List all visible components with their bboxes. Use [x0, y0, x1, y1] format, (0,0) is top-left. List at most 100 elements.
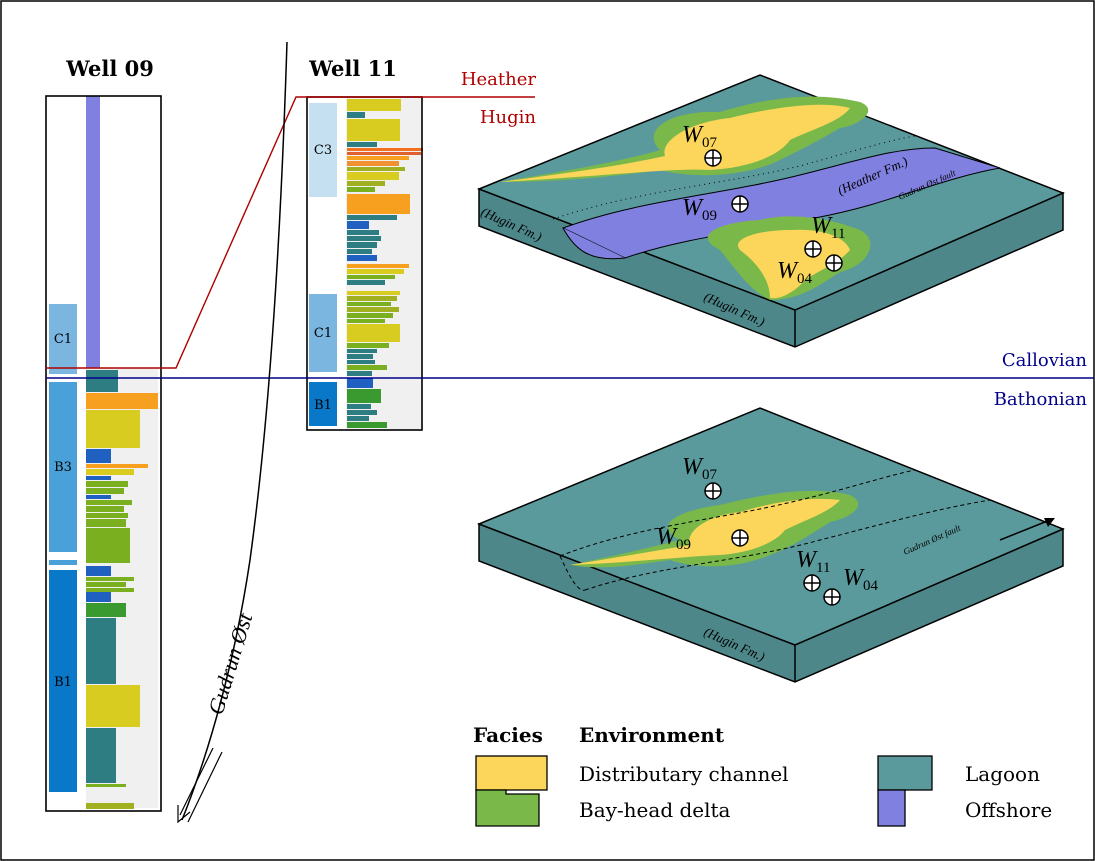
lower-block-diagram: (Hugin Fm.) Gudrun Øst fault W07 W09 W11… [476, 407, 1065, 683]
w11-bar-30 [347, 319, 385, 323]
w09-cross-icon [732, 196, 748, 212]
bay-head-delta-swatch [475, 789, 540, 827]
w11-bar-34 [347, 354, 373, 359]
future-channel-lower-dash [584, 499, 991, 591]
well-11-unit-c3 [309, 103, 337, 197]
distributary-channel-label: Distributary channel [579, 762, 789, 786]
w09-bar-2 [86, 393, 158, 409]
bay-head-delta-label: Bay-head delta [579, 798, 731, 822]
channel-front-cut [562, 227, 626, 260]
w11-bar-36 [347, 365, 387, 370]
future-channel-upper-dash [559, 469, 916, 557]
w11-bar-15 [347, 221, 369, 229]
w09-bar-6 [86, 469, 134, 475]
offshore-swatch [877, 789, 906, 827]
w09-bar-26 [86, 803, 134, 809]
w11-bar-11 [347, 181, 385, 186]
well-09-unit-c1 [49, 304, 77, 374]
w11-bar-10 [347, 172, 399, 180]
w11-bar-42 [347, 416, 369, 421]
w11-bar-24 [347, 280, 385, 285]
w09-bar-12 [86, 506, 124, 512]
legend-item-distributary-channel: Distributary channel [475, 755, 789, 791]
lower-well-markers: W07 W09 W11 W04 [656, 454, 879, 606]
w09-bar-25 [86, 784, 126, 787]
well-11-unit-c1-label: C1 [314, 326, 332, 341]
w11-bar-35 [347, 360, 375, 364]
direction-arrow-icon [1044, 518, 1055, 527]
w11-bar-33 [347, 349, 377, 353]
w09-bar-4 [86, 449, 111, 463]
w09-bar-19 [86, 588, 134, 592]
well-09-frame [45, 95, 162, 812]
distributary-channel-swatch [475, 755, 548, 791]
well-11-log: Well 11 C3 C1 B1 [306, 56, 423, 431]
w09-bar-3 [86, 410, 140, 448]
w11-bar-19 [347, 249, 372, 254]
w11-bar-16 [347, 230, 379, 235]
w11-bar-14 [347, 215, 397, 220]
lower-delta-channel [738, 229, 850, 299]
w09-bar-9 [86, 488, 124, 494]
w11-bar-43 [347, 422, 387, 428]
upper-well-markers: W07 W09 W11 W04 [682, 122, 845, 287]
lagoon-label: Lagoon [965, 762, 1040, 786]
heather-hugin-correlation-line [46, 96, 535, 369]
fault-arrowhead [177, 805, 191, 824]
heather-label: Heather [461, 69, 537, 90]
lw07-cross-icon [705, 483, 721, 499]
w11-bar-22 [347, 269, 404, 274]
well-09-lithology-bars [86, 370, 158, 809]
fault-slip-arrow-2 [187, 751, 223, 823]
w09-bar-17 [86, 577, 134, 581]
w11-bar-17 [347, 236, 381, 241]
w11-bar-7 [347, 156, 409, 160]
legend-heading-environment: Environment [579, 723, 725, 747]
upper-delta-channel [500, 104, 850, 182]
w09-bar-13 [86, 513, 128, 518]
upper-w07-label: W07 [682, 122, 718, 151]
well-11-title: Well 11 [308, 56, 397, 81]
well-11-unit-b1-label: B1 [314, 398, 332, 413]
w09-bar-5 [86, 464, 148, 468]
w11-bar-41 [347, 410, 377, 415]
gudrun-ost-fault: Gudrun Øst [177, 41, 288, 824]
w11-bar-38 [347, 378, 373, 388]
callovian-label: Callovian [1002, 350, 1088, 371]
w09-bar-21 [86, 603, 126, 617]
bathonian-label: Bathonian [994, 389, 1088, 410]
w11-bar-37 [347, 371, 372, 376]
w11-bar-29 [347, 313, 393, 318]
w11-bar-27 [347, 302, 391, 306]
lower-w11-label: W11 [796, 547, 830, 576]
w11-bar-26 [347, 296, 397, 301]
well-09-unit-b1-label: B1 [54, 675, 72, 690]
upper-w09-label: W09 [682, 195, 717, 224]
well-09-unit-b3 [49, 382, 77, 552]
w11-bar-39 [347, 389, 381, 403]
w07-cross-icon [705, 150, 721, 166]
w09-bar-8 [86, 481, 128, 487]
lw09-cross-icon [732, 530, 748, 546]
well-11-unit-c3-label: C3 [314, 143, 332, 158]
fault-label: Gudrun Øst [203, 609, 258, 717]
upper-block-diagram: (Hugin Fm.) (Heather Fm.) (Hugin Fm.) Gu… [476, 74, 1065, 348]
upper-w11-label: W11 [811, 213, 845, 242]
w09-bar-20 [86, 592, 111, 602]
well-09-log: Well 09 C1 B3 B1 [45, 56, 162, 812]
w09-bar-1 [86, 370, 118, 392]
w11-bar-6 [347, 152, 421, 155]
w09-bar-23 [86, 685, 140, 727]
legend-item-bay-head-delta: Bay-head delta [475, 789, 731, 827]
well-09-unit-b1 [49, 570, 77, 792]
offshore-label: Offshore [965, 798, 1052, 822]
well-09-unit-b3-thin [49, 560, 77, 565]
lower-w04-label: W04 [843, 565, 879, 594]
w11-bar-21 [347, 264, 409, 268]
w11-bar-31 [347, 324, 400, 342]
legend-heading-facies: Facies [473, 723, 543, 747]
lagoon-swatch [877, 755, 933, 791]
w09-bar-22 [86, 618, 116, 684]
well-09-offshore-bar [86, 96, 100, 368]
